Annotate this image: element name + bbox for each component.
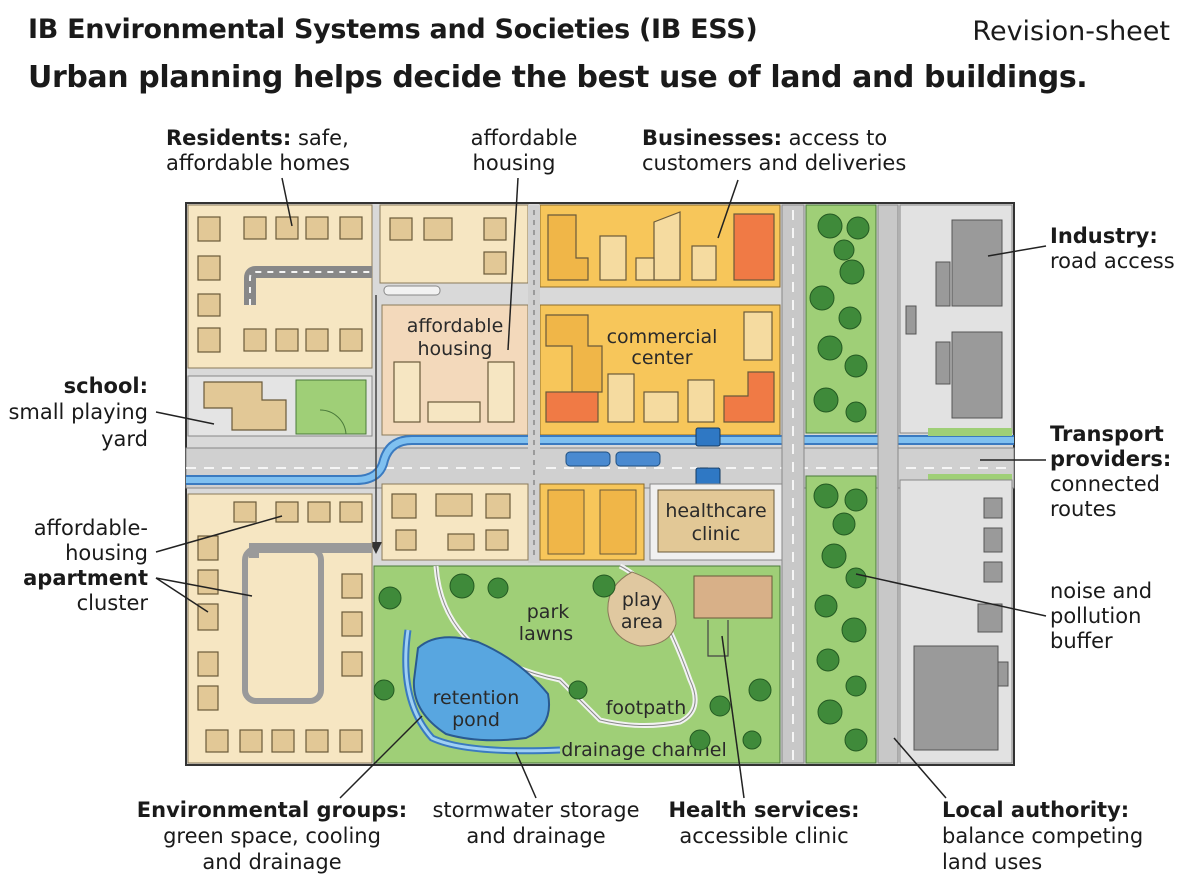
revision-sheet-tag: Revision-sheet: [972, 16, 1170, 47]
park-pavilion: [693, 575, 773, 619]
affordable-housing-callout-line2: housing: [473, 151, 556, 175]
school-callout-line2: small playing: [8, 400, 148, 424]
businesses-bold: Businesses:: [642, 126, 782, 150]
noise-callout-line1: noise and: [1050, 579, 1152, 603]
play-area-label-2: area: [621, 611, 663, 633]
environmental-callout-line2: green space, cooling: [163, 824, 381, 848]
noise-callout-line2: pollution: [1050, 604, 1141, 628]
local-authority-callout-line2: balance competing: [942, 824, 1143, 848]
apartment-callout-bold: apartment: [23, 566, 148, 590]
transport-callout-line3: connected: [1050, 472, 1160, 496]
residents-rest: safe,: [291, 126, 348, 150]
retention-pond-label-2: pond: [452, 709, 500, 731]
health-callout-bold: Health services:: [668, 798, 859, 822]
play-area-label-1: play: [622, 589, 662, 611]
footpath-label: footpath: [606, 697, 687, 719]
stormwater-callout-line1: stormwater storage: [432, 798, 639, 822]
healthcare-clinic-label-2: clinic: [692, 523, 741, 545]
apartment-callout-line4: cluster: [77, 591, 149, 615]
park-lawns-label-2: lawns: [519, 623, 573, 645]
stormwater-callout-line2: and drainage: [466, 824, 605, 848]
businesses-callout-line1: Businesses: access to: [642, 126, 887, 150]
school-callout-bold: school:: [64, 374, 148, 398]
transport-callout-line4: routes: [1050, 497, 1116, 521]
houses-nw: [197, 216, 363, 353]
residents-callout-line1: Residents: safe,: [166, 126, 349, 150]
retention-pond: [412, 636, 550, 742]
school-playing-yard: [295, 379, 367, 435]
commercial-center-label-1: commercial: [607, 326, 718, 348]
apartment-callout-line1: affordable-: [34, 516, 148, 540]
page-title: Urban planning helps decide the best use…: [28, 60, 1088, 95]
affordable-housing-block-label-2: housing: [418, 338, 493, 360]
tram: [565, 451, 661, 467]
transport-callout-bold2: providers:: [1050, 447, 1171, 471]
healthcare-clinic-label-1: healthcare: [665, 500, 766, 522]
apartment-cluster-houses: [197, 501, 363, 753]
businesses-callout-line2: customers and deliveries: [642, 151, 906, 175]
transport-callout-bold1: Transport: [1050, 422, 1164, 446]
residents-bold: Residents:: [166, 126, 291, 150]
drainage-channel-label: drainage channel: [561, 739, 726, 761]
school-callout-line3: yard: [101, 427, 148, 451]
school-building: [203, 381, 287, 431]
trees: [373, 213, 870, 752]
park-lawns-label-1: park: [527, 601, 570, 623]
play-area: [607, 571, 677, 647]
factory-2: [951, 331, 1003, 419]
affordable-housing-callout-line1: affordable: [471, 126, 578, 150]
bus-stop-north: [695, 427, 721, 447]
industry-callout-line2: road access: [1050, 249, 1175, 273]
health-callout-line2: accessible clinic: [679, 824, 848, 848]
factory-1: [951, 219, 1003, 307]
affordable-housing-block-label-1: affordable: [407, 315, 504, 337]
environmental-callout-bold: Environmental groups:: [137, 798, 407, 822]
subject-heading: IB Environmental Systems and Societies (…: [28, 14, 758, 45]
healthcare-clinic-building: [657, 489, 775, 553]
commercial-center-label-2: center: [631, 347, 692, 369]
residents-callout-line2: affordable homes: [166, 151, 350, 175]
local-authority-callout-line3: land uses: [942, 850, 1042, 874]
noise-callout-line3: buffer: [1050, 629, 1113, 653]
apartment-callout-line2: housing: [65, 541, 148, 565]
bus-stop-south: [695, 467, 721, 487]
businesses-rest: access to: [782, 126, 887, 150]
retention-pond-label-1: retention: [433, 687, 520, 709]
local-authority-callout-bold: Local authority:: [942, 798, 1129, 822]
warehouse: [913, 645, 999, 751]
industry-callout-bold: Industry:: [1050, 224, 1158, 248]
environmental-callout-line3: and drainage: [202, 850, 341, 874]
